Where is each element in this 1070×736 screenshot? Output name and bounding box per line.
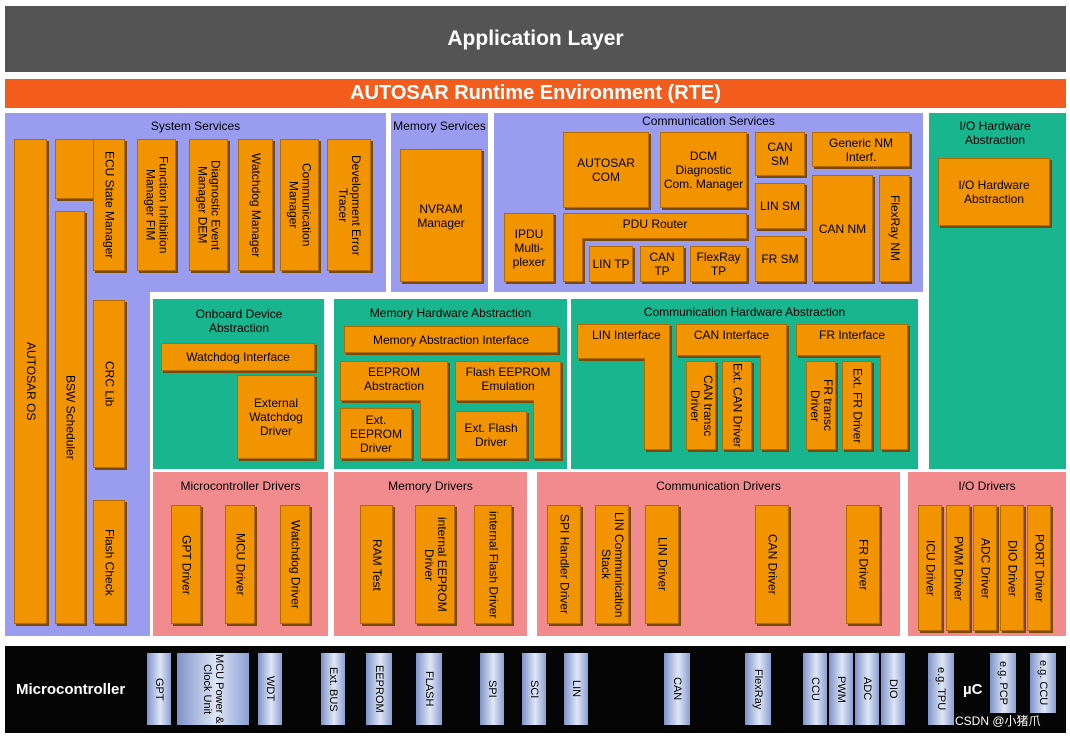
flash-eeprom-emulation: Flash EEPROM Emulation — [455, 361, 561, 401]
chip-ext-bus: Ext. BUS — [321, 653, 345, 725]
fr-interface-stem — [880, 355, 908, 450]
ext-fr-driver: Ext. FR Driver — [842, 361, 872, 450]
lin-tp: LIN TP — [589, 246, 633, 282]
lin-driver: LIN Driver — [645, 505, 679, 624]
dio-driver: DIO Driver — [1000, 505, 1024, 631]
chip-spi: SPI — [480, 653, 504, 725]
communication-services-title: Communication Services — [642, 114, 775, 128]
flash-eeprom-emulation-stem — [533, 400, 561, 459]
chip-eeprom: EEPROM — [366, 653, 392, 725]
communication-hardware-abstraction-title: Communication Hardware Abstraction — [643, 305, 846, 319]
chip-ccu: CCU — [803, 653, 827, 725]
ext-flash-driver: Ext. Flash Driver — [455, 411, 527, 459]
rte-bar: AUTOSAR Runtime Environment (RTE) — [5, 79, 1066, 108]
io-drivers-title: I/O Drivers — [958, 479, 1016, 493]
lin-sm: LIN SM — [755, 183, 805, 229]
pdu-router-stem — [563, 238, 583, 282]
fr-driver: FR Driver — [846, 505, 880, 624]
ext-eeprom-driver: Ext. EEPROM Driver — [340, 408, 412, 459]
bsw-scheduler: BSW Scheduler — [55, 211, 85, 624]
ecu-state-manager: ECU State Manager — [93, 139, 125, 271]
chip-dio: DIO — [881, 653, 905, 725]
dcm-diagnostic-com-manager: DCM Diagnostic Com. Manager — [660, 132, 747, 208]
lin-interface-stem — [644, 358, 670, 450]
autosar-com: AUTOSAR COM — [563, 132, 649, 208]
io-hardware-abstraction-box: I/O Hardware Abstraction — [938, 158, 1050, 226]
chip-flash: FLASH — [416, 653, 442, 725]
io-hardware-abstraction-title: I/O Hardware Abstraction — [959, 119, 1031, 147]
chip-ccu-eg: e.g. CCU — [1030, 653, 1056, 713]
chip-mcu-power-clock: MCU Power & Clock Unit — [177, 653, 249, 725]
gpt-driver: GPT Driver — [171, 505, 201, 624]
can-interface-stem — [760, 355, 787, 450]
flexray-tp: FlexRay TP — [690, 246, 747, 282]
external-watchdog-driver: External Watchdog Driver — [237, 375, 315, 459]
fr-transc-driver: FR transc Driver — [806, 361, 836, 450]
watchdog-driver: Watchdog Driver — [280, 505, 310, 624]
microcontroller-label: Microcontroller — [16, 681, 126, 698]
can-transc-driver: CAN transc Driver — [686, 361, 716, 450]
flash-check: Flash Check — [93, 500, 125, 624]
nvram-manager: NVRAM Manager — [400, 149, 482, 282]
internal-eeprom-driver: internal EEPROM Driver — [415, 505, 455, 624]
chip-flexray: FlexRay — [745, 653, 771, 725]
crc-lib: CRC Lib — [93, 300, 125, 468]
application-layer: Application Layer — [5, 6, 1066, 72]
mcu-driver: MCU Driver — [225, 505, 255, 624]
can-interface: CAN Interface — [676, 324, 787, 356]
system-services-title: System Services — [150, 119, 241, 133]
microcontroller-uc-label: µC — [963, 681, 983, 698]
memory-services-title: Memory Services — [393, 119, 486, 133]
lin-communication-stack: LIN Communication Stack — [595, 505, 629, 624]
chip-lin: LIN — [564, 653, 588, 725]
autosar-os: AUTOSAR OS — [14, 139, 47, 624]
pwm-driver: PWM Driver — [946, 505, 970, 631]
chip-gpt: GPT — [147, 653, 171, 725]
onboard-device-abstraction-title: Onboard Device Abstraction — [195, 307, 283, 335]
chip-pcp: e.g. PCP — [990, 653, 1016, 713]
communication-manager: Communication Manager — [280, 139, 319, 271]
chip-tpu: e.g. TPU — [928, 653, 954, 725]
csdn-credit: CSDN @小猪爪 — [955, 714, 1041, 728]
ext-can-driver: Ext. CAN Driver — [722, 361, 752, 450]
development-error-tracer: Development Error Tracer — [327, 139, 371, 271]
memory-hardware-abstraction-title: Memory Hardware Abstraction — [369, 306, 532, 320]
diagnostic-event-manager: Diagnostic Event Manager DEM — [189, 139, 228, 271]
port-driver: PORT Driver — [1027, 505, 1051, 631]
memory-drivers-title: Memory Drivers — [388, 479, 473, 493]
chip-sci: SCI — [522, 653, 546, 725]
watchdog-interface: Watchdog Interface — [161, 343, 315, 371]
fr-interface: FR Interface — [796, 324, 908, 356]
fr-sm: FR SM — [755, 236, 805, 282]
flexray-nm: FlexRay NM — [879, 175, 910, 282]
pdu-router: PDU Router — [563, 213, 747, 239]
lin-interface: LIN Interface — [577, 324, 670, 359]
watchdog-manager: Watchdog Manager — [238, 139, 273, 271]
ram-test: RAM Test — [360, 505, 393, 624]
chip-can: CAN — [664, 653, 690, 725]
chip-adc: ADC — [855, 653, 879, 725]
internal-flash-driver: internal Flash Driver — [474, 505, 512, 624]
memory-abstraction-interface: Memory Abstraction Interface — [344, 326, 558, 353]
adc-driver: ADC Driver — [973, 505, 997, 631]
can-nm: CAN NM — [812, 175, 873, 282]
chip-pwm: PWM — [829, 653, 853, 725]
can-sm: CAN SM — [755, 132, 805, 176]
function-inhibition-manager: Function Inhibition Manager FIM — [137, 139, 176, 271]
ipdu-multiplexer: IPDU Multi-plexer — [504, 213, 554, 282]
eeprom-abstraction: EEPROM Abstraction — [340, 361, 448, 401]
eeprom-abstraction-stem — [420, 400, 448, 459]
spi-handler-driver: SPI Handler Driver — [547, 505, 581, 624]
can-tp: CAN TP — [640, 246, 684, 282]
microcontroller-drivers-title: Microcontroller Drivers — [180, 479, 301, 493]
generic-nm-interface: Generic NM Interf. — [812, 132, 910, 167]
can-driver: CAN Driver — [755, 505, 789, 624]
communication-drivers-title: Communication Drivers — [656, 479, 781, 493]
icu-driver: ICU Driver — [918, 505, 942, 631]
chip-wdt: WDT — [258, 653, 282, 725]
